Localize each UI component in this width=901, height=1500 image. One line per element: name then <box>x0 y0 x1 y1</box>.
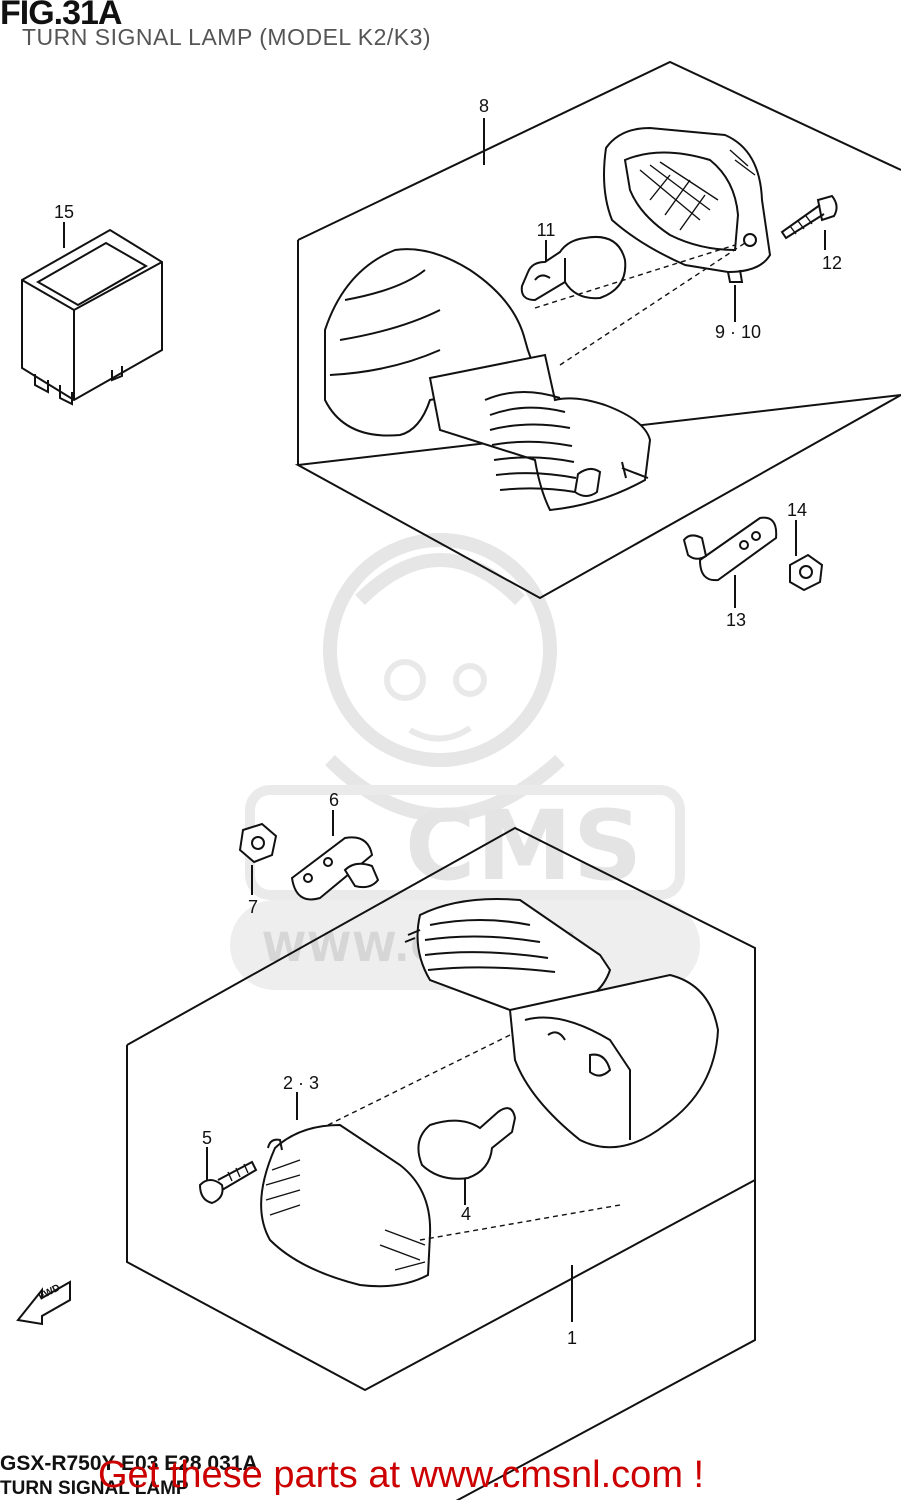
nut-part-7 <box>238 822 278 864</box>
watermark-shoulders <box>325 754 565 822</box>
callout-12: 12 <box>821 253 843 273</box>
lens-part-9-10 <box>603 126 772 283</box>
watermark-cap <box>355 553 525 605</box>
callout-13: 13 <box>725 610 747 630</box>
callout-1: 1 <box>566 1328 578 1348</box>
watermark-brand: CMS <box>405 790 644 902</box>
callout-2-3: 2 · 3 <box>282 1073 320 1093</box>
figure-subtitle: TURN SIGNAL LAMP (MODEL K2/K3) <box>22 24 432 50</box>
nut-part-14 <box>789 553 824 592</box>
figure-number: FIG.31A <box>0 0 122 32</box>
lamp-housing-part-8 <box>324 248 652 512</box>
callout-5: 5 <box>201 1128 213 1148</box>
leader-lines <box>63 118 826 1322</box>
callout-11: 11 <box>536 220 556 240</box>
callout-14: 14 <box>786 500 808 520</box>
screw-part-5 <box>198 1160 258 1205</box>
callout-6: 6 <box>328 790 340 810</box>
lower-group-outline <box>126 826 756 1500</box>
screw-part-12 <box>780 194 838 240</box>
lens-part-2-3 <box>260 1123 432 1288</box>
lamp-housing-part-1 <box>404 898 720 1149</box>
plate-part-6 <box>290 836 380 901</box>
promo-link[interactable]: Get these parts at www.cmsnl.com ! <box>98 1454 705 1496</box>
callout-9-10: 9 · 10 <box>714 322 762 342</box>
plate-part-13 <box>682 516 778 582</box>
bulb-part-4 <box>417 1107 517 1180</box>
callout-15: 15 <box>53 202 75 222</box>
relay-part-15 <box>21 228 163 406</box>
callout-8: 8 <box>478 96 490 116</box>
callout-4: 4 <box>460 1204 472 1224</box>
bulb-part-11 <box>520 236 627 302</box>
watermark-head-outline <box>323 533 557 767</box>
model-code: GSX-R750Y E03 E28 031A <box>0 1452 258 1475</box>
section-name: TURN SIGNAL LAMP <box>0 1478 189 1499</box>
forward-arrow-icon <box>16 1280 71 1326</box>
assembly-guide-lines <box>327 242 746 1241</box>
callout-7: 7 <box>247 897 259 917</box>
